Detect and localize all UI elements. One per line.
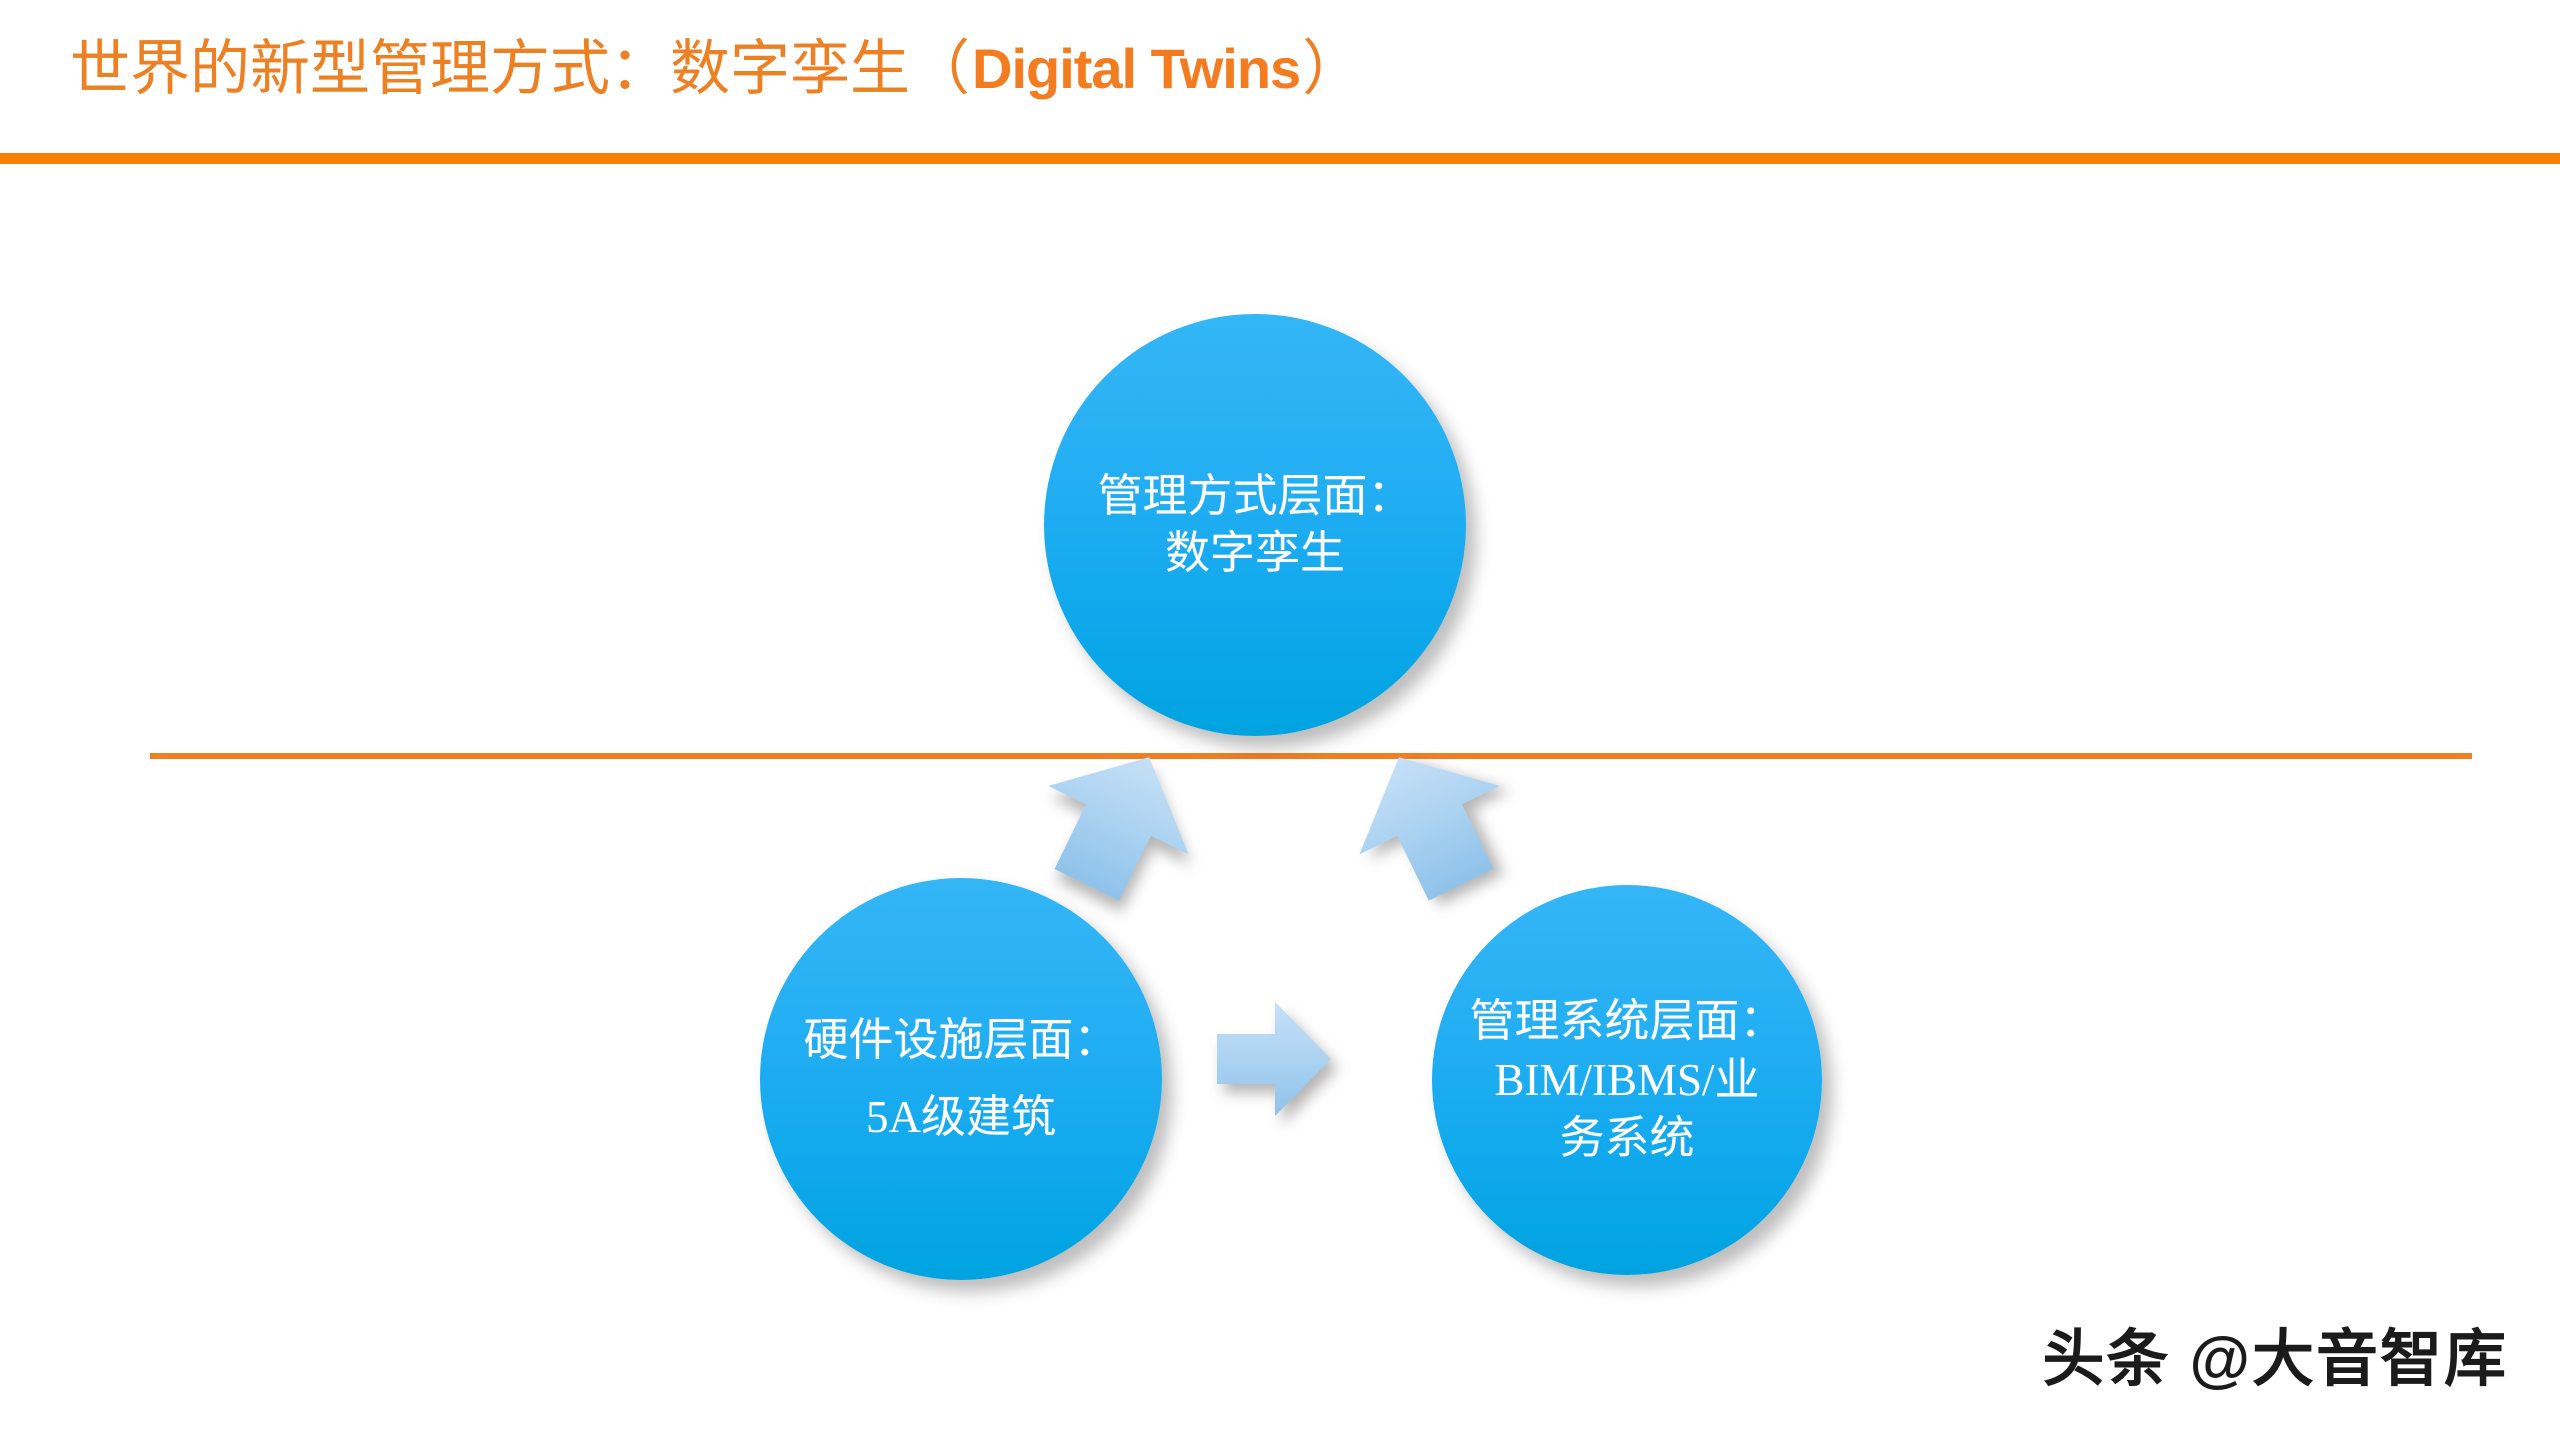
- node-hardware-facility-line1: 硬件设施层面：: [803, 1014, 1119, 1065]
- node-hardware-facility[interactable]: 硬件设施层面： 5A级建筑: [760, 878, 1162, 1280]
- page-title-en-term: Digital Twins: [972, 37, 1301, 100]
- node-hardware-facility-line2: 5A级建筑: [866, 1092, 1056, 1142]
- arrow-up-icon-left: [1014, 720, 1222, 921]
- page-title: 世界的新型管理方式：数字孪生（Digital Twins）: [70, 14, 2270, 124]
- node-management-system[interactable]: 管理系统层面： BIM/IBMS/业 务系统: [1432, 885, 1822, 1275]
- page-title-cn-prefix: 世界的新型管理方式：数字孪生（: [70, 36, 970, 102]
- arrow-up-icon-right: [1326, 720, 1534, 921]
- watermark-text: 头条 @大音智库: [2042, 1325, 2508, 1394]
- section-divider-rule: [150, 753, 2472, 759]
- title-divider-rule: [0, 153, 2560, 164]
- node-management-approach-label: 管理方式层面： 数字孪生: [1074, 468, 1437, 581]
- page-title-cn-suffix: ）: [1302, 36, 1363, 102]
- node-management-approach[interactable]: 管理方式层面： 数字孪生: [1044, 314, 1466, 736]
- node-management-system-line2: BIM/IBMS/业: [1494, 1054, 1760, 1105]
- node-management-system-line1: 管理系统层面：: [1469, 996, 1785, 1047]
- node-management-approach-line1: 管理方式层面：: [1097, 471, 1413, 522]
- node-management-approach-line2: 数字孪生: [1164, 528, 1345, 578]
- node-hardware-facility-label: 硬件设施层面： 5A级建筑: [788, 1002, 1134, 1157]
- arrow-right-icon: [1215, 1000, 1333, 1118]
- node-management-system-label: 管理系统层面： BIM/IBMS/业 务系统: [1459, 992, 1794, 1168]
- node-management-system-line3: 务系统: [1559, 1113, 1695, 1164]
